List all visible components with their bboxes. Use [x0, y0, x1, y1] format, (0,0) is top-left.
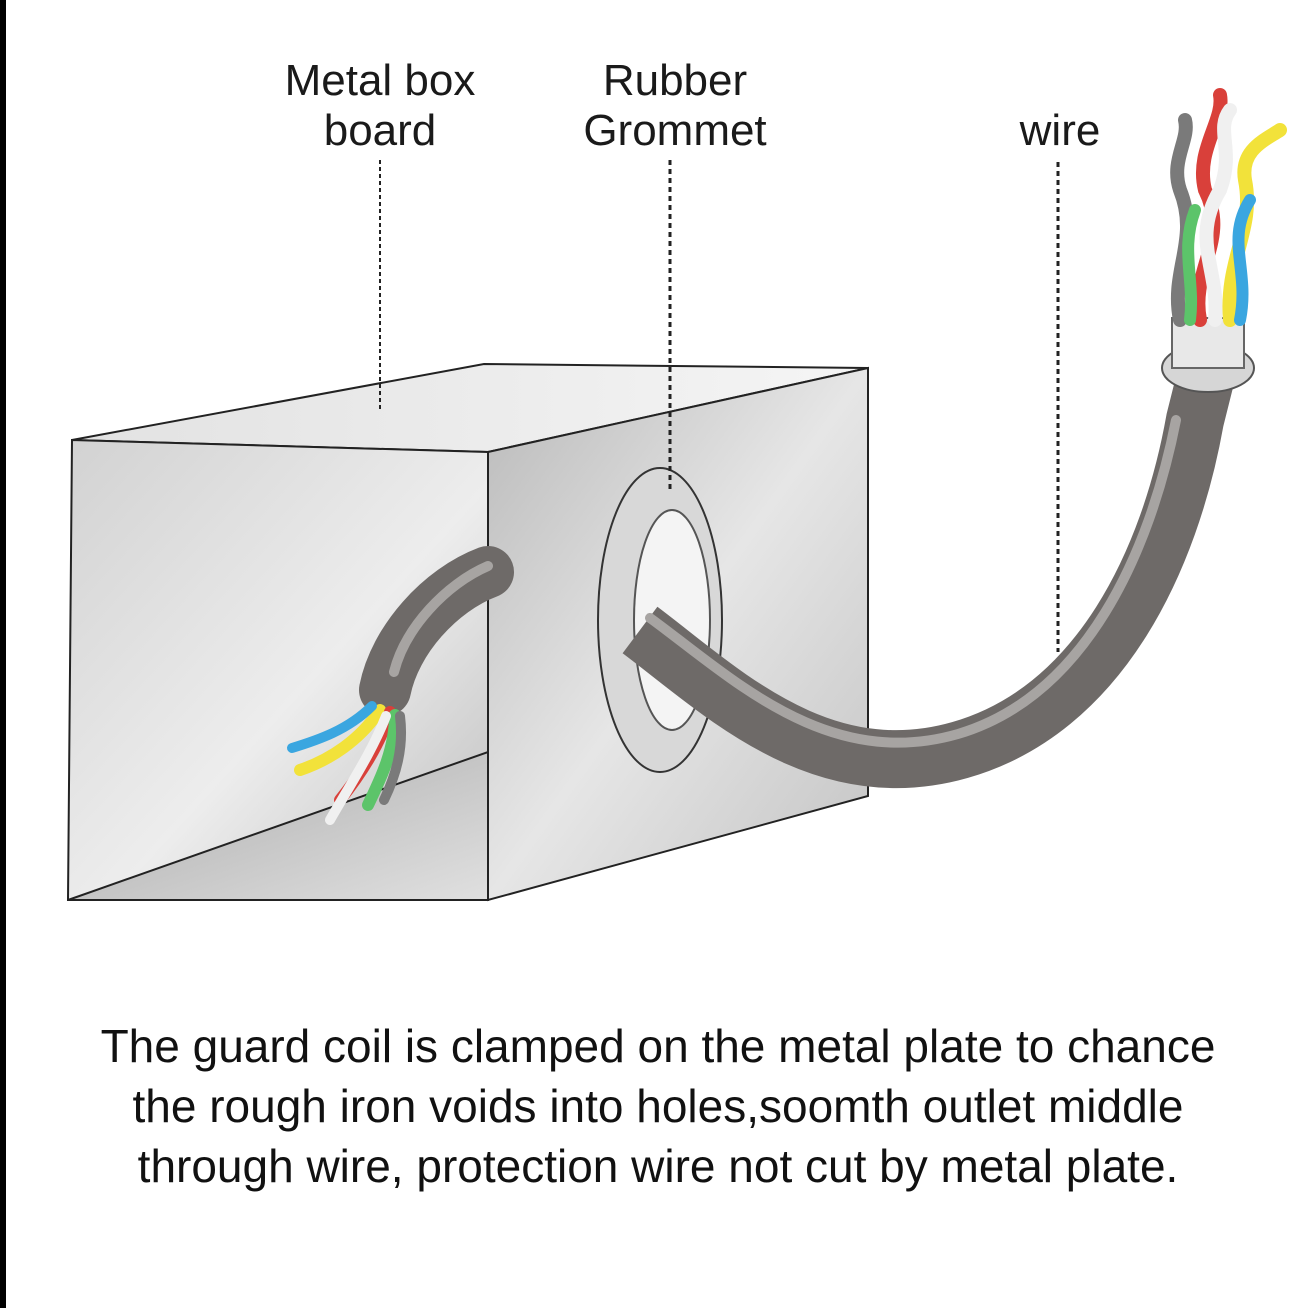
label-wire: wire	[1000, 106, 1120, 156]
inner-wire-ends	[287, 701, 407, 825]
caption-line3: through wire, protection wire not cut by…	[137, 1140, 1179, 1192]
label-grommet-line2: Grommet	[583, 106, 767, 155]
left-edge-strip	[0, 0, 6, 1308]
caption-line1: The guard coil is clamped on the metal p…	[100, 1020, 1216, 1072]
label-grommet-line1: Rubber	[602, 56, 748, 105]
main-cable-highlight	[645, 415, 1181, 748]
label-metal-box-line2: board	[323, 106, 437, 155]
caption-line2: the rough iron voids into holes,soomth o…	[132, 1080, 1184, 1132]
inner-cable-highlight	[389, 561, 493, 677]
label-metal-box-line1: Metal box	[284, 56, 476, 105]
label-wire-text: wire	[1019, 106, 1101, 155]
main-cable	[622, 332, 1244, 789]
label-metal-box: Metal box board	[270, 56, 490, 156]
twisted-wires	[1170, 88, 1287, 327]
label-rubber-grommet: Rubber Grommet	[565, 56, 785, 156]
